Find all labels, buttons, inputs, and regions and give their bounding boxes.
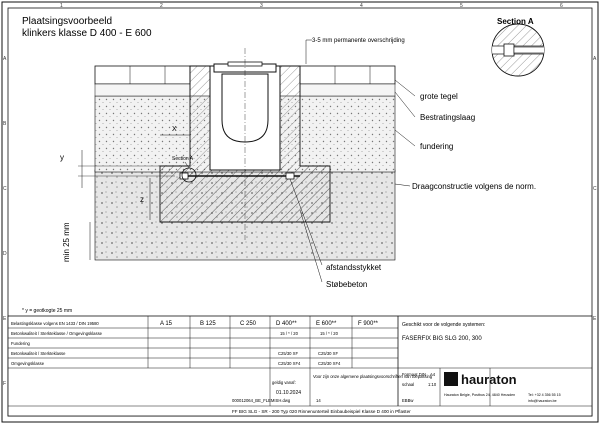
hauraton-logo-icon <box>444 372 458 386</box>
tb-scale-label: schaal <box>402 382 414 387</box>
tb-class: B 125 <box>200 321 216 327</box>
paver-right <box>299 65 396 85</box>
frame-markers: 1 2 3 4 5 6 A B C D E F A C E <box>3 3 597 387</box>
col-marker: 4 <box>360 3 363 9</box>
label-bestratingslaag: Bestratingslaag <box>420 113 475 122</box>
tb-format-label: Formaat DIN <box>402 372 426 377</box>
tb-email: info@hauraton.be <box>528 399 557 403</box>
tb-address: Hauraton Belgie, Postbus 24, 4840 Heusde… <box>444 393 515 397</box>
bedding-left <box>94 83 191 97</box>
tb-sheet: 14 <box>316 398 321 403</box>
row-marker: B <box>3 121 7 127</box>
label-draagconstructie: Draagconstructie volgens de norm. <box>412 182 536 191</box>
tb-value: C25/30 XF4 <box>318 361 341 366</box>
section-a-title: Section A <box>497 17 534 26</box>
label-fundering: fundering <box>420 142 453 151</box>
tb-row-label: Belastingsklasse volgens EN 1433 / DIN 1… <box>11 321 99 326</box>
col-marker: 3 <box>260 3 263 9</box>
tb-row-label: Betonkwaliteit / Sterkteklasse <box>11 351 66 356</box>
label-overschrijding: 3-5 mm permanente overschrijding <box>312 38 405 44</box>
tb-valid-label: geldig vanaf: <box>272 380 296 385</box>
tb-lang: EBBw <box>402 398 414 403</box>
title-block: Belastingsklasse volgens EN 1433 / DIN 1… <box>7 315 593 417</box>
tb-value: 15 / * / 20 <box>280 331 299 336</box>
dim-y-label: y <box>60 153 64 162</box>
tb-class: E 600** <box>316 321 337 327</box>
tb-format-value: A4 <box>430 372 436 377</box>
tb-suitable-system: FASERFIX BIG SLG 200, 300 <box>402 336 482 342</box>
tb-note: Voor zijn onze algemene plaatsingsvoorsc… <box>313 374 433 379</box>
row-marker: A <box>593 56 597 62</box>
tb-suitable-title: Geschikt voor de volgende systemen: <box>402 322 485 328</box>
label-afstandsstykket: afstandsstykket <box>326 263 382 272</box>
tb-valid-date: 01.10.2024 <box>276 390 301 396</box>
row-marker: E <box>593 316 597 322</box>
row-marker: A <box>3 56 7 62</box>
row-marker: D <box>3 251 7 257</box>
tb-footer: FF BIG SLG - SR - 200 Typ 020 Rinnenunte… <box>232 409 411 414</box>
footnote: * y = geotkogte 25 mm <box>22 308 72 314</box>
bedding-right <box>299 83 396 97</box>
col-marker: 6 <box>560 3 563 9</box>
col-marker: 2 <box>160 3 163 9</box>
cross-section: Section A X y z min 25 mm 3-5 mm permane… <box>22 38 536 314</box>
section-a-small-label: Section A <box>172 156 194 162</box>
tb-class: F 900** <box>358 321 379 327</box>
section-a-detail: Section A <box>491 17 545 77</box>
tb-scale-value: 1:10 <box>428 382 437 387</box>
col-marker: 5 <box>460 3 463 9</box>
row-marker: C <box>3 186 7 192</box>
dim-min-label: min 25 mm <box>62 222 71 262</box>
row-marker: E <box>3 316 7 322</box>
drawing-title-line1: Plaatsingsvoorbeeld <box>22 16 112 27</box>
dim-z-label: z <box>140 195 144 204</box>
brand-name: hauraton <box>461 372 517 387</box>
tb-value: C25/30 XF4 <box>278 361 301 366</box>
col-marker: 1 <box>60 3 63 9</box>
tb-row-label: Omgevingsklasse <box>11 361 45 366</box>
tb-value: C25/30 XF <box>278 351 298 356</box>
tb-value: C25/30 XF <box>318 351 338 356</box>
tb-class: C 250 <box>240 321 257 327</box>
tb-value: 15 / * / 20 <box>320 331 339 336</box>
tb-file: 000012064_BE_FLEMISH.dwg <box>232 398 291 403</box>
tb-row-label: Betonkwaliteit / Sterkteklasse / Omgevin… <box>11 331 103 336</box>
label-grote-tegel: grote tegel <box>420 92 458 101</box>
tb-row-label: Fundering <box>11 341 31 346</box>
tb-phone: Tel: +32 4 356 55 15 <box>528 393 561 397</box>
drawing-title-line2: klinkers klasse D 400 - E 600 <box>22 28 152 39</box>
dim-x-label: X <box>172 126 177 133</box>
row-marker: F <box>3 381 6 387</box>
tb-class: D 400** <box>276 321 297 327</box>
paver-left <box>94 65 191 85</box>
row-marker: C <box>593 186 597 192</box>
label-stobebeton: Støbebeton <box>326 280 367 289</box>
tb-class: A 15 <box>160 321 173 327</box>
